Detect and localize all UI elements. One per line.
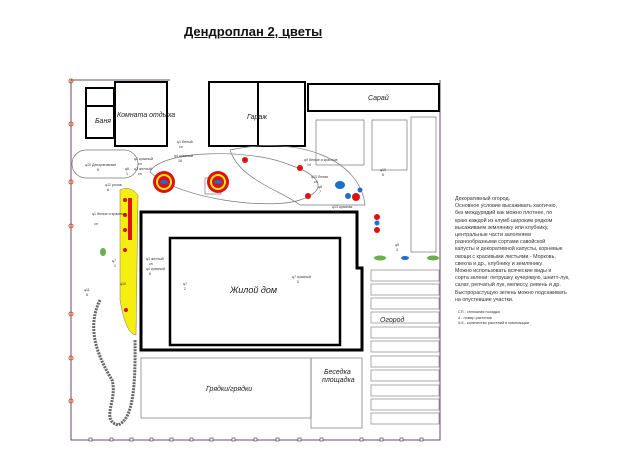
plant-label: ц10 [120, 282, 126, 286]
plant-count: 6 [107, 188, 109, 192]
plant-label: ц13 красная [332, 205, 352, 209]
fence-posts [68, 78, 74, 404]
plant-label: ц7 красный [292, 275, 311, 279]
description-line: свекла и др., клубнику и землянику. [455, 260, 543, 267]
beds-label: Грядки/грядки [206, 385, 252, 393]
rest-room-label: Комната отдыха [117, 111, 175, 119]
description-line: краю каждой из клумб широким рядком [455, 217, 553, 224]
plant-label: ц7 [183, 282, 187, 286]
plant-label: ц8 [318, 185, 322, 189]
plant-label: ц10 Декоративные [85, 163, 116, 167]
blue-flowers [335, 181, 409, 260]
banya-label: Баня [95, 118, 111, 125]
plant-count: сп [94, 222, 98, 226]
vegetable-garden [370, 269, 440, 425]
pavilion-area [310, 357, 363, 429]
plant-label: ц4 красный [174, 154, 193, 158]
plant-count: 6 [86, 293, 88, 297]
plant-count: 2 [184, 287, 186, 291]
plant-count: сп [314, 180, 318, 184]
description-text: Декоративный огород. Основное условие вы… [455, 196, 605, 304]
description-line: на опустевшие участки. [455, 296, 514, 303]
plant-label: ц7 [112, 259, 116, 263]
green-shrubs [100, 248, 439, 261]
plant-label: ц6 [125, 167, 129, 171]
flower-dots [123, 157, 380, 312]
plant-count: сп [138, 172, 142, 176]
description-line: высаживаем землянику или клубнику, [455, 224, 549, 231]
plant-count: 14 [307, 163, 311, 167]
description-line: капусты и декоративной капусты, корневые [455, 246, 563, 253]
plant-count: 1 [126, 172, 128, 176]
description-line: Декоративный огород. [455, 196, 511, 202]
plant-count: 6 [149, 272, 151, 276]
plant-count: 7 [319, 190, 321, 194]
legend-item: 5-6 - количество растений в композиции [458, 321, 530, 325]
plant-count: 6 [382, 173, 384, 177]
plant-label: ц11 [84, 288, 90, 292]
description-line: Быстрорастущую зелень можно подсаживать [455, 289, 567, 296]
plant-label: ц12 розов. [105, 183, 123, 187]
garden-label: Огород [380, 316, 404, 324]
flower-bed-yellow-strip [119, 188, 139, 336]
house-building [139, 210, 364, 352]
plant-label: ц3 желтый [146, 257, 164, 261]
banya-building [85, 87, 115, 139]
plant-count: 3 [396, 248, 398, 252]
plant-label: ц4 красный [146, 267, 165, 271]
plant-label: ц1 белый [177, 140, 193, 144]
description-line: центральные части заполняем [455, 232, 531, 239]
plant-label: ц3 желтый [134, 167, 152, 171]
plant-label: ц1 белые и красные [92, 212, 126, 216]
plant-label: ц5 [395, 243, 399, 247]
round-flower-bed [153, 171, 175, 193]
plant-count: сп [138, 162, 142, 166]
description-line: разнообразными сортами савойской [455, 239, 546, 246]
house-label: Жилой дом [229, 285, 277, 295]
plant-count: 2 [297, 280, 299, 284]
description-line: Основное условие высаживать хаотично, [455, 203, 558, 210]
plant-count: сп [335, 210, 339, 214]
shed-building [307, 83, 440, 112]
pavilion-label-2: площадка [322, 376, 355, 384]
legend-item: СП - сплошная посадка [458, 310, 500, 314]
plant-count: 6 [97, 168, 99, 172]
garage-label: Гараж [247, 114, 268, 121]
description-line: салат, репчатый лук, мелиссу, ревень и д… [455, 282, 561, 289]
description-line: Можно использовать всяческие виды и [455, 268, 552, 275]
legend: СП - сплошная посадка 4 - номер растения… [458, 310, 529, 327]
stepping-stone-path [92, 299, 137, 427]
plant-label: ц10 [380, 168, 386, 172]
description-line: овощи с красивыми листьями - Морковь, [455, 253, 556, 260]
shed-label: Сарай [368, 94, 389, 102]
plant-count: 16 [178, 159, 182, 163]
plant-label: ц9 белые и красные [304, 158, 338, 162]
plant-count: 1 [114, 264, 116, 268]
page-title: Дендроплан 2, цветы [184, 24, 323, 39]
plant-count: сп [149, 262, 153, 266]
description-line: сорта зелени: петрушку кучерявую, шнитт-… [455, 275, 570, 282]
plant-label: ц2 красный [134, 157, 153, 161]
rest-room-building [114, 81, 168, 147]
legend-item: 4 - номер растения [458, 315, 492, 320]
plant-count: сп [179, 145, 183, 149]
description-line: без междурядий как можно плотнее, по [455, 210, 553, 217]
bench-area [71, 149, 139, 179]
fence-posts-bottom [88, 437, 424, 442]
plant-label: ц13 белая [311, 175, 328, 179]
pavilion-label-1: Беседка [324, 368, 351, 376]
round-flower-bed [207, 171, 229, 193]
